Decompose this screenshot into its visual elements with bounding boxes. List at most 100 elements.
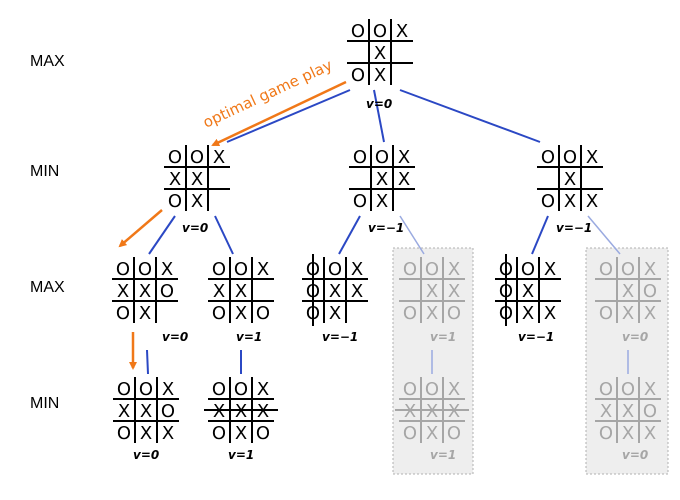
x-mark: X bbox=[140, 401, 152, 422]
edge-b-b1 bbox=[338, 215, 361, 255]
x-mark: X bbox=[396, 21, 408, 42]
x-mark: X bbox=[448, 281, 460, 302]
value-label-a: v=0 bbox=[182, 221, 208, 235]
x-mark: X bbox=[622, 401, 634, 422]
o-mark: O bbox=[425, 259, 439, 280]
edge-a1-a1a bbox=[146, 349, 149, 375]
edge-root-c bbox=[399, 89, 541, 143]
x-mark: X bbox=[235, 281, 247, 302]
x-mark: X bbox=[600, 401, 612, 422]
value-label-a1: v=0 bbox=[162, 330, 188, 344]
edge-root-b bbox=[373, 89, 385, 143]
x-mark: X bbox=[448, 379, 460, 400]
o-mark: O bbox=[621, 259, 635, 280]
value-label-a2a: v=1 bbox=[228, 448, 254, 462]
value-label-a1a: v=0 bbox=[133, 448, 159, 462]
optimal-arrow-root bbox=[211, 80, 347, 147]
level-label-min: MIN bbox=[30, 395, 59, 412]
x-mark: X bbox=[522, 303, 534, 324]
x-mark: X bbox=[191, 169, 203, 190]
x-mark: X bbox=[586, 147, 598, 168]
board-b1: OOXOXXOX bbox=[302, 257, 368, 324]
x-mark: X bbox=[139, 303, 151, 324]
o-mark: O bbox=[373, 21, 387, 42]
x-mark: X bbox=[235, 401, 247, 422]
x-mark: X bbox=[622, 423, 634, 444]
value-label-b: v=−1 bbox=[368, 221, 404, 235]
x-mark: X bbox=[544, 259, 556, 280]
o-mark: O bbox=[353, 147, 367, 168]
value-label-b2: v=1 bbox=[430, 330, 456, 344]
o-mark: O bbox=[599, 259, 613, 280]
o-mark: O bbox=[621, 379, 635, 400]
edge-root-a bbox=[226, 89, 351, 143]
o-mark: O bbox=[190, 147, 204, 168]
x-mark: X bbox=[426, 401, 438, 422]
edge-a-a1 bbox=[148, 215, 176, 255]
o-mark: O bbox=[403, 303, 417, 324]
x-mark: X bbox=[213, 401, 225, 422]
x-mark: X bbox=[213, 281, 225, 302]
level-label-min: MIN bbox=[30, 163, 59, 180]
x-mark: X bbox=[564, 191, 576, 212]
value-label-b2a: v=1 bbox=[430, 448, 456, 462]
o-mark: O bbox=[375, 147, 389, 168]
o-mark: O bbox=[425, 379, 439, 400]
o-mark: O bbox=[256, 303, 270, 324]
o-mark: O bbox=[541, 191, 555, 212]
value-label-c2: v=0 bbox=[622, 330, 648, 344]
o-mark: O bbox=[328, 259, 342, 280]
edge-c-c2 bbox=[587, 215, 621, 255]
x-mark: X bbox=[257, 401, 269, 422]
x-mark: X bbox=[622, 303, 634, 324]
x-mark: X bbox=[374, 43, 386, 64]
x-mark: X bbox=[329, 281, 341, 302]
x-mark: X bbox=[644, 379, 656, 400]
value-label-c1: v=−1 bbox=[518, 330, 554, 344]
o-mark: O bbox=[138, 259, 152, 280]
value-label-root: v=0 bbox=[366, 97, 392, 111]
x-mark: X bbox=[644, 303, 656, 324]
o-mark: O bbox=[234, 259, 248, 280]
x-mark: X bbox=[448, 259, 460, 280]
optimal-arrow-min bbox=[118, 209, 163, 248]
o-mark: O bbox=[234, 379, 248, 400]
x-mark: X bbox=[586, 191, 598, 212]
x-mark: X bbox=[374, 65, 386, 86]
o-mark: O bbox=[212, 259, 226, 280]
o-mark: O bbox=[353, 191, 367, 212]
o-mark: O bbox=[160, 281, 174, 302]
x-mark: X bbox=[426, 423, 438, 444]
x-mark: X bbox=[162, 379, 174, 400]
o-mark: O bbox=[212, 423, 226, 444]
o-mark: O bbox=[403, 423, 417, 444]
o-mark: O bbox=[447, 303, 461, 324]
x-mark: X bbox=[351, 281, 363, 302]
edge-b-b2 bbox=[399, 215, 425, 255]
board-c1: OOXOXOXX bbox=[495, 257, 561, 324]
x-mark: X bbox=[376, 169, 388, 190]
x-mark: X bbox=[257, 379, 269, 400]
o-mark: O bbox=[212, 379, 226, 400]
o-mark: O bbox=[521, 259, 535, 280]
x-mark: X bbox=[162, 423, 174, 444]
o-mark: O bbox=[116, 259, 130, 280]
x-mark: X bbox=[622, 281, 634, 302]
level-label-max: MAX bbox=[30, 53, 65, 70]
value-label-a2: v=1 bbox=[236, 330, 262, 344]
value-label-c2a: v=0 bbox=[622, 448, 648, 462]
edge-c-c1 bbox=[531, 215, 549, 255]
value-label-c: v=−1 bbox=[556, 221, 592, 235]
x-mark: X bbox=[644, 423, 656, 444]
level-label-max: MAX bbox=[30, 279, 65, 296]
x-mark: X bbox=[191, 191, 203, 212]
o-mark: O bbox=[161, 401, 175, 422]
x-mark: X bbox=[351, 259, 363, 280]
